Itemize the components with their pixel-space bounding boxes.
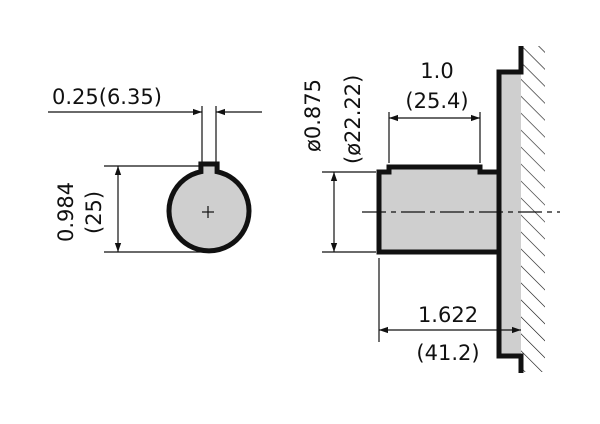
- shaft-cross-section: [166, 161, 252, 254]
- depth-mm-label: (25): [82, 191, 106, 234]
- flange: [496, 46, 524, 373]
- side-view: 1.0 (25.4) ø0.875 (ø22.22) 1.622 (41.2): [301, 46, 560, 373]
- shaft-body: [376, 164, 502, 255]
- length-mm-label: (41.2): [416, 341, 479, 365]
- depth-inch-label: 0.984: [54, 182, 78, 242]
- key-width-label: 0.25(6.35): [52, 85, 162, 109]
- diameter-inch-label: ø0.875: [301, 79, 325, 152]
- mounting-wall-hatch: [521, 46, 545, 372]
- key-length-mm-label: (25.4): [405, 89, 468, 113]
- end-view: 0.25(6.35) 0.984 (25): [48, 85, 262, 254]
- diameter-mm-label: (ø22.22): [341, 75, 365, 164]
- key-length-inch-label: 1.0: [420, 59, 453, 83]
- length-inch-label: 1.622: [418, 303, 478, 327]
